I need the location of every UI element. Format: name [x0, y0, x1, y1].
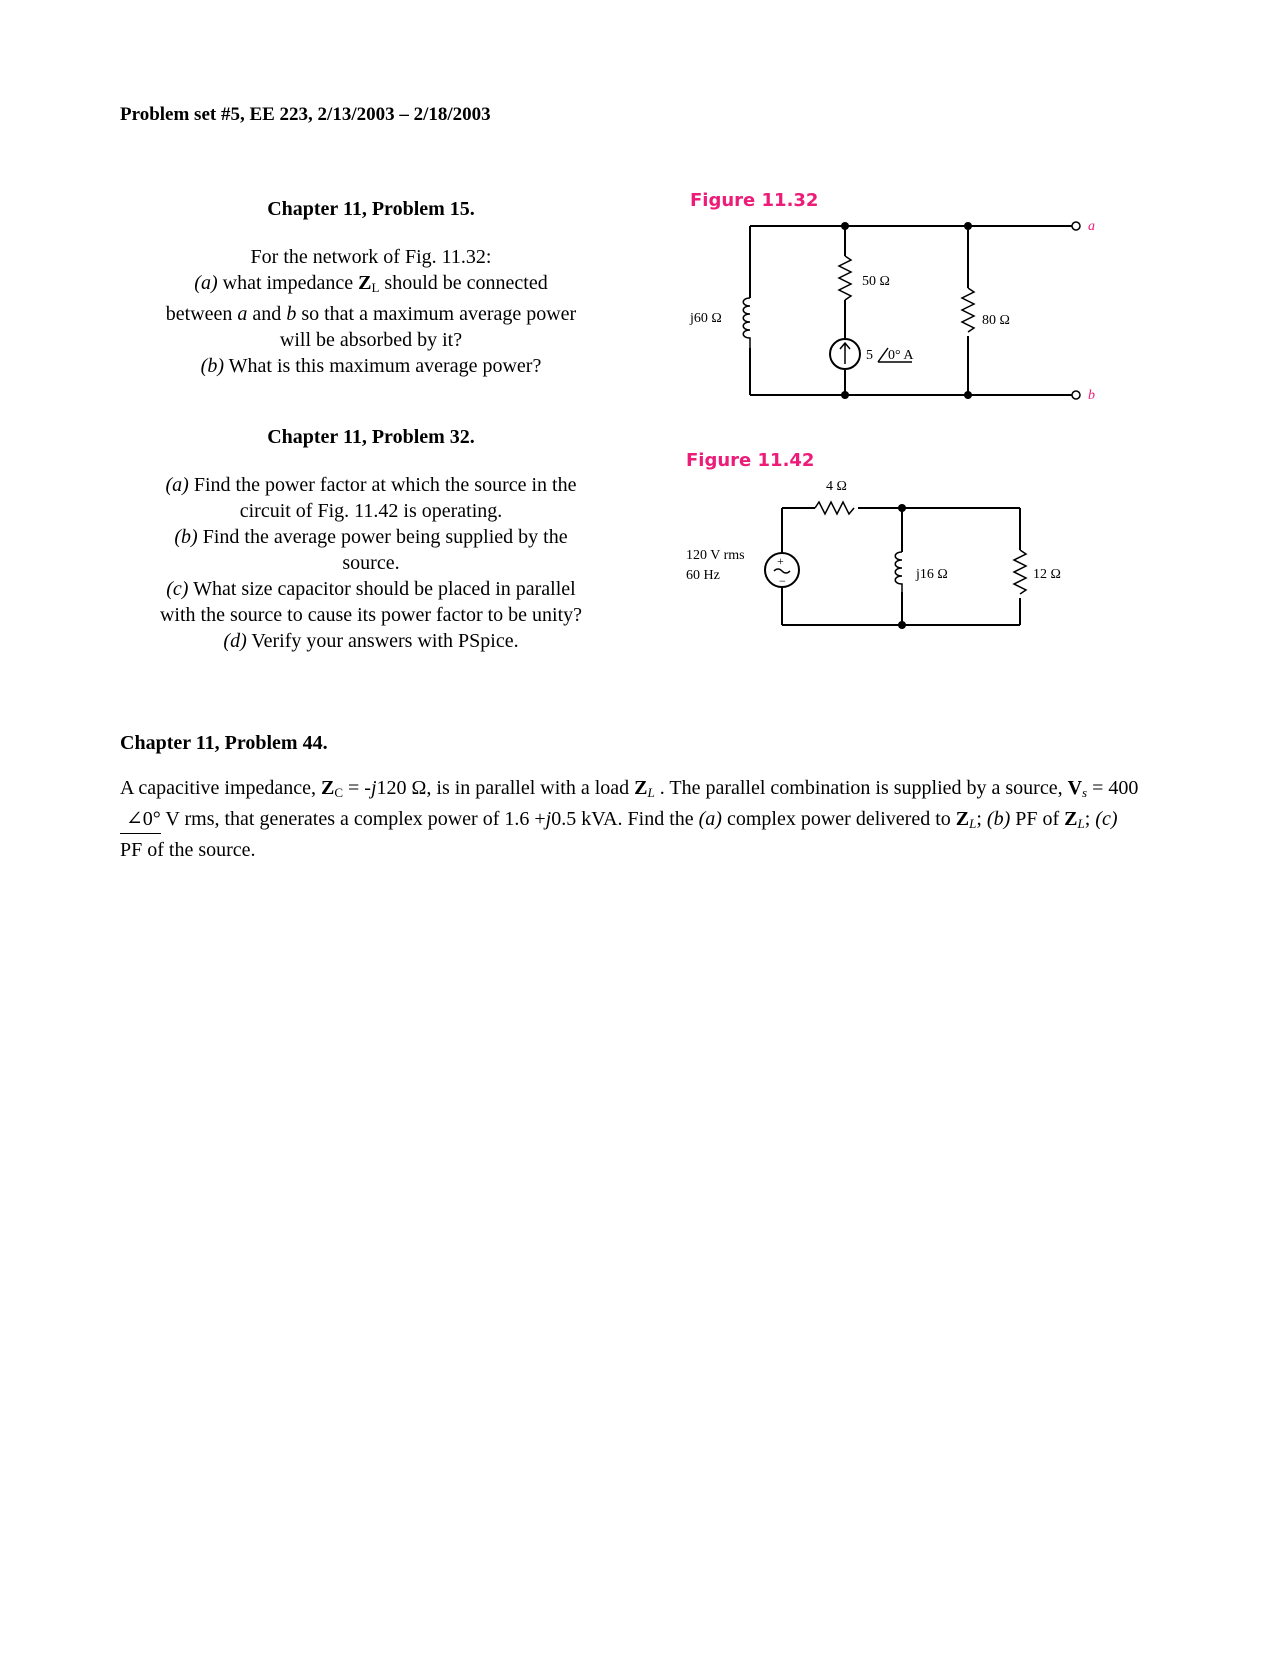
source-label-1: 120 V rms — [686, 548, 745, 563]
current-source-arrow-icon — [839, 341, 851, 364]
source-minus-icon: − — [779, 574, 786, 588]
resistor-50-label: 50 Ω — [862, 274, 890, 289]
figure-11-32: Figure 11.32 j60 Ω 50 Ω 5 0° A 80 Ω a b — [689, 190, 1095, 403]
current-source-angle: 0° A — [888, 348, 914, 363]
problem-32-title: Chapter 11, Problem 32. — [267, 426, 475, 448]
problem-15-part-b: (b) What is this maximum average power? — [200, 355, 542, 377]
problem-32-part-a: (a) Find the power factor at which the s… — [165, 474, 577, 496]
inductor-j16-label: j16 Ω — [915, 567, 948, 582]
source-plus-icon: + — [777, 554, 784, 568]
figure-11-42-title: Figure 11.42 — [686, 450, 814, 471]
node-dot — [841, 391, 849, 399]
resistor-50 — [837, 255, 853, 301]
figure-11-42: Figure 11.42 4 Ω + − 120 V rms 60 Hz j16… — [686, 450, 1061, 629]
inductor-j60 — [742, 297, 751, 348]
resistor-12-label: 12 Ω — [1033, 567, 1061, 582]
page-header: Problem set #5, EE 223, 2/13/2003 – 2/18… — [120, 104, 491, 125]
current-source-mag: 5 — [866, 348, 873, 363]
problem-15-part-a-cont: between a and b so that a maximum averag… — [165, 303, 577, 325]
resistor-4 — [814, 500, 855, 516]
angle-icon — [877, 347, 912, 363]
problem-32: Chapter 11, Problem 32. (a) Find the pow… — [122, 424, 620, 654]
problem-44-text: A capacitive impedance, ZC = -j120 Ω, is… — [120, 777, 1139, 861]
node-dot — [898, 504, 906, 512]
inductor-j60-label: j60 Ω — [689, 311, 722, 326]
terminal-a — [1071, 221, 1081, 231]
problem-32-part-b: (b) Find the average power being supplie… — [174, 526, 568, 548]
voltage-source — [764, 552, 800, 588]
node-dot — [964, 222, 972, 230]
problem-15-line1: For the network of Fig. 11.32: — [250, 246, 492, 268]
problem-15-part-a: (a) what impedance ZL should be connecte… — [194, 272, 548, 295]
terminal-b-label: b — [1088, 388, 1095, 403]
terminal-b — [1071, 390, 1081, 400]
angle-icon: ∠0° — [120, 806, 161, 834]
source-sine-icon — [773, 568, 791, 574]
problem-15: Chapter 11, Problem 15. For the network … — [128, 196, 614, 379]
problem-32-part-c-cont: with the source to cause its power facto… — [159, 604, 583, 626]
problem-32-part-c: (c) What size capacitor should be placed… — [166, 578, 576, 600]
problem-32-part-a-cont: circuit of Fig. 11.42 is operating. — [239, 500, 503, 522]
resistor-12 — [1012, 549, 1028, 595]
inductor-j16 — [894, 551, 903, 592]
problem-15-part-a-end: will be absorbed by it? — [279, 329, 463, 351]
node-dot — [964, 391, 972, 399]
problem-15-title: Chapter 11, Problem 15. — [267, 198, 475, 220]
resistor-4-label: 4 Ω — [826, 479, 847, 494]
problem-44: Chapter 11, Problem 44. A capacitive imp… — [120, 730, 1140, 864]
problem-32-part-d: (d) Verify your answers with PSpice. — [223, 630, 519, 652]
node-dot — [898, 621, 906, 629]
current-source — [829, 338, 861, 370]
node-dot — [841, 222, 849, 230]
figure-11-32-title: Figure 11.32 — [690, 190, 818, 211]
problem-44-title: Chapter 11, Problem 44. — [120, 732, 328, 754]
source-label-2: 60 Hz — [686, 568, 720, 583]
terminal-a-label: a — [1088, 219, 1095, 234]
problem-32-part-b-cont: source. — [342, 552, 400, 574]
resistor-80-label: 80 Ω — [982, 313, 1010, 328]
resistor-80 — [960, 287, 976, 333]
